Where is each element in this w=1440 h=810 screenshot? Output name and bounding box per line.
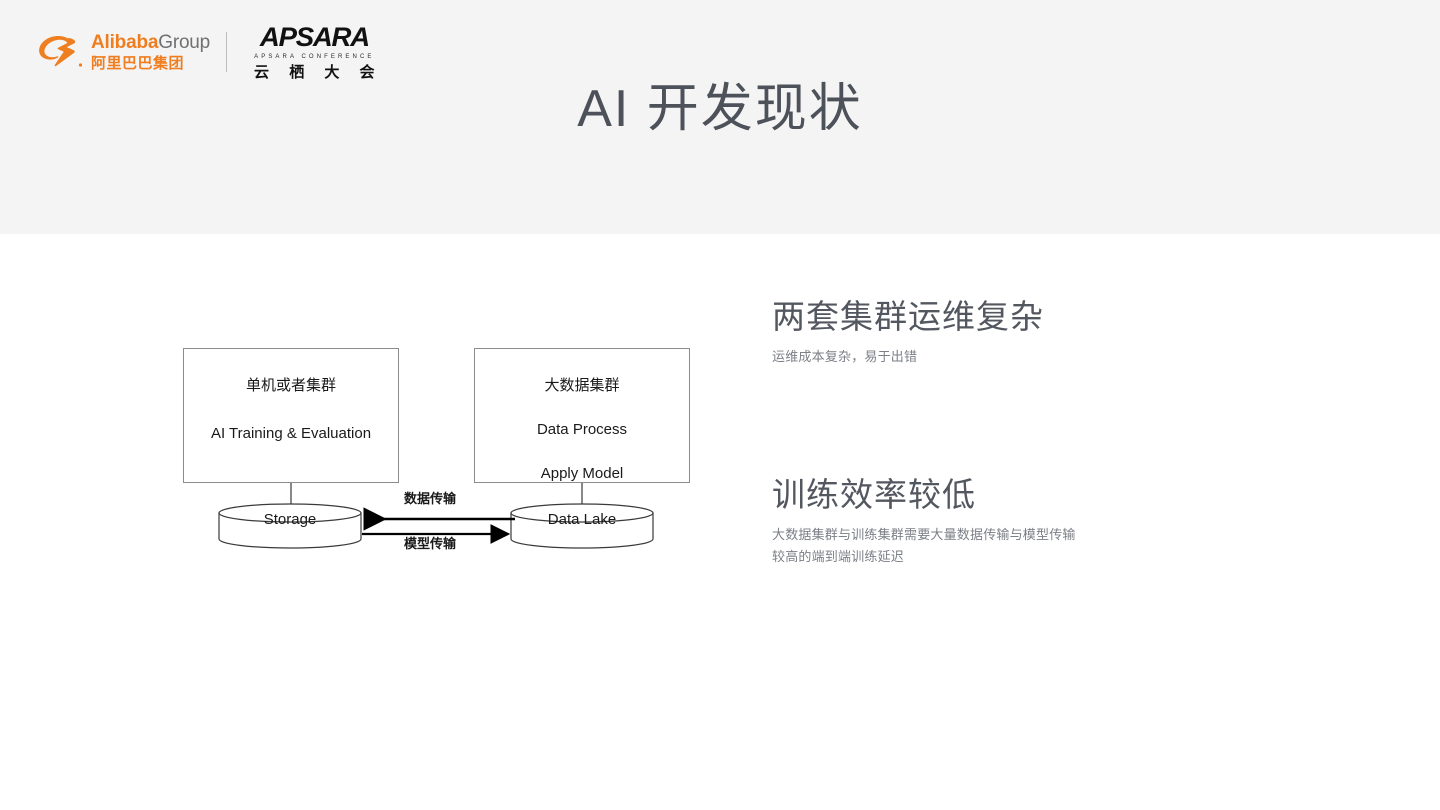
edge-label-model-transfer: 模型传输	[403, 536, 456, 551]
storage-cylinder-shape	[218, 503, 362, 549]
apsara-subtitle: APSARA CONFERENCE	[254, 54, 375, 60]
box-right-line-2: Data Process	[536, 421, 628, 438]
content-column: 两套集群运维复杂 运维成本复杂，易于出错 训练效率较低 大数据集群与训练集群需要…	[772, 296, 1292, 568]
apsara-name-cn: 云 栖 大 会	[254, 64, 383, 81]
box-right-line-1: 大数据集群	[544, 377, 620, 394]
ai-development-architecture-diagram: 单机或者集群 AI Training & Evaluation 大数据集群 Da…	[170, 335, 710, 565]
diagram-box-big-data-cluster: 大数据集群 Data Process Apply Model	[474, 348, 690, 483]
apsara-conference-logo: APSARA APSARA CONFERENCE 云 栖 大 会	[246, 22, 383, 81]
apsara-wordmark: APSARA	[259, 22, 370, 52]
content-section-training-efficiency: 训练效率较低 大数据集群与训练集群需要大量数据传输与模型传输 较高的端到端训练延…	[772, 474, 1292, 568]
content-section-ops-complexity: 两套集群运维复杂 运维成本复杂，易于出错	[772, 296, 1292, 368]
alibaba-wordmark: AlibabaGroup 阿里巴巴集团	[91, 33, 210, 71]
alibaba-name-bold: Alibaba	[91, 32, 159, 53]
alibaba-smile-mark-icon	[38, 35, 84, 69]
brand-logo-lockup: AlibabaGroup 阿里巴巴集团 APSARA APSARA CONFER…	[38, 24, 383, 80]
storage-cylinder-label: Storage	[263, 511, 317, 528]
section-body-training-efficiency: 大数据集群与训练集群需要大量数据传输与模型传输 较高的端到端训练延迟	[772, 524, 1292, 568]
data-lake-cylinder-label: Data Lake	[547, 511, 617, 528]
section-title-ops-complexity: 两套集群运维复杂	[772, 298, 1044, 335]
section-body-line: 较高的端到端训练延迟	[772, 549, 905, 565]
box-left-line-1: 单机或者集群	[245, 377, 336, 394]
section-title-training-efficiency: 训练效率较低	[772, 476, 976, 514]
data-lake-cylinder-shape	[510, 503, 654, 549]
alibaba-group-logo: AlibabaGroup 阿里巴巴集团	[38, 33, 210, 71]
edge-label-data-transfer: 数据传输	[403, 491, 456, 506]
brand-divider	[226, 32, 228, 72]
box-left-line-2: AI Training & Evaluation	[210, 425, 372, 442]
section-body-line: 大数据集群与训练集群需要大量数据传输与模型传输	[772, 527, 1076, 543]
diagram-canvas	[218, 483, 654, 549]
section-body-ops-complexity: 运维成本复杂，易于出错	[772, 346, 1292, 368]
alibaba-name-light: Group	[158, 32, 211, 53]
diagram-box-single-machine-or-cluster: 单机或者集群 AI Training & Evaluation	[183, 348, 399, 483]
section-body-line: 运维成本复杂，易于出错	[772, 349, 918, 365]
alibaba-name-cn: 阿里巴巴集团	[91, 55, 185, 72]
header-band	[0, 0, 1440, 234]
page-title: AI 开发现状	[577, 80, 863, 138]
box-right-line-3: Apply Model	[540, 465, 624, 482]
